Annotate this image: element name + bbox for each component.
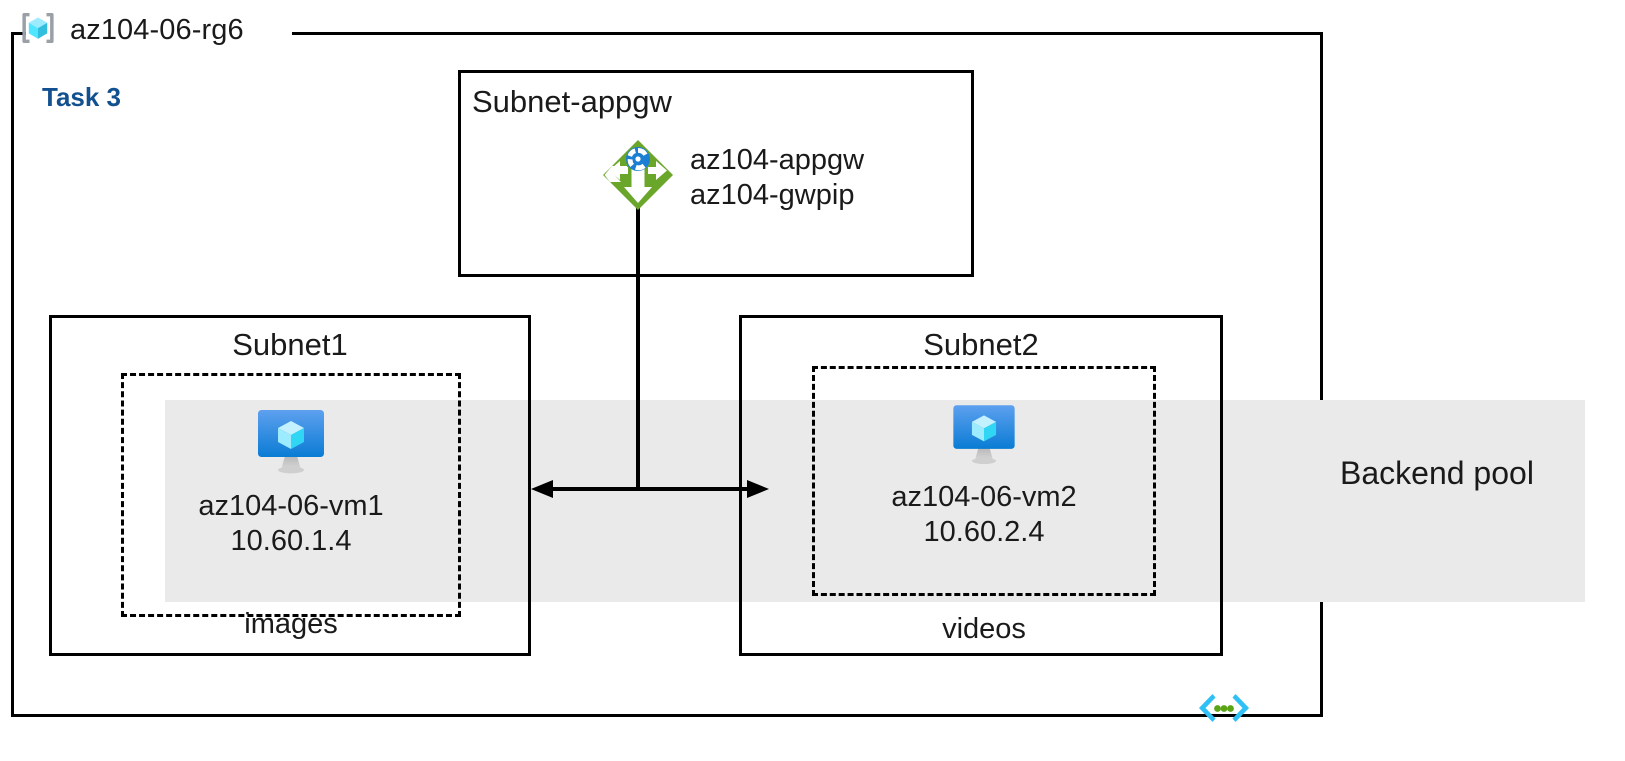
- application-gateway-node[interactable]: az104-appgw az104-gwpip: [600, 137, 864, 218]
- vm1-name: az104-06-vm1: [198, 490, 384, 522]
- subnet-appgw-title: Subnet-appgw: [472, 84, 672, 119]
- task-badge: Task 3: [42, 82, 122, 112]
- subnet1-vm-container: [121, 373, 461, 617]
- subnet2-vm-container: [812, 366, 1156, 596]
- resource-group-name: az104-06-rg6: [70, 13, 244, 46]
- vm2-name: az104-06-vm2: [891, 481, 1077, 513]
- virtual-machine-icon: [249, 404, 333, 483]
- subnet2-footer-label: videos: [942, 613, 1026, 645]
- code-brackets-icon[interactable]: [1196, 688, 1252, 728]
- subnet-appgw-box: [458, 70, 974, 277]
- subnet1-footer-label: images: [244, 608, 338, 640]
- application-gateway-icon: [600, 137, 676, 218]
- backend-pool-band: [165, 400, 1585, 602]
- virtual-machine-node-1[interactable]: az104-06-vm1 10.60.1.4: [121, 404, 461, 560]
- application-gateway-labels: az104-appgw az104-gwpip: [690, 143, 864, 213]
- resource-group-label: az104-06-rg6: [18, 4, 244, 56]
- appgw-resource-name: az104-appgw: [690, 143, 865, 176]
- backend-pool-label: Backend pool: [1340, 455, 1534, 491]
- virtual-machine-node-2[interactable]: az104-06-vm2 10.60.2.4: [812, 399, 1156, 551]
- appgw-public-ip-name: az104-gwpip: [690, 178, 855, 211]
- resource-group-frame: [11, 32, 1323, 717]
- azure-resource-group-icon: [18, 8, 58, 53]
- vm2-ip-address: 10.60.2.4: [923, 516, 1045, 549]
- resource-group-label-gap: [26, 20, 292, 46]
- subnet2-title: Subnet2: [923, 327, 1039, 362]
- vm1-ip-address: 10.60.1.4: [230, 525, 352, 558]
- subnet1-box: [49, 315, 531, 656]
- subnet2-box: [739, 315, 1223, 656]
- subnet1-title: Subnet1: [232, 327, 348, 362]
- virtual-machine-icon: [945, 399, 1023, 474]
